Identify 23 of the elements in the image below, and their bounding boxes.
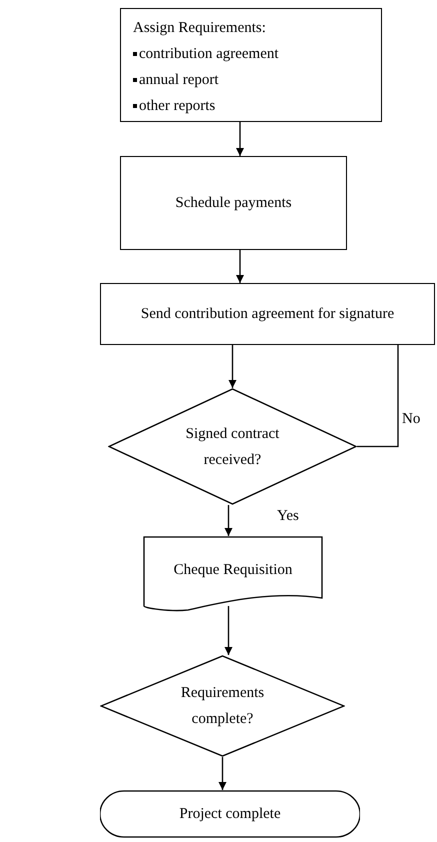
terminal-shape [100, 790, 360, 838]
process-box [120, 8, 382, 122]
arrow [228, 345, 236, 388]
arrow [218, 757, 226, 790]
arrow [236, 122, 244, 156]
list-item: annual report [139, 71, 219, 90]
process-box [100, 283, 435, 345]
node-label: Send contribution agreement for signature [140, 305, 394, 324]
heading-text: Assign Requirements: [133, 19, 267, 38]
node-label: Schedule payments [175, 194, 292, 213]
arrow [236, 250, 244, 283]
process-box [120, 156, 347, 250]
document-shape [143, 536, 323, 612]
decision-diamond [108, 388, 357, 505]
list-item: contribution agreement [139, 45, 279, 64]
node-label: Cheque Requisition [174, 561, 292, 580]
list-item: other reports [139, 97, 216, 116]
node-label: Project complete [179, 805, 281, 824]
node-label: Requirements complete? [180, 684, 266, 729]
decision-diamond [100, 655, 345, 757]
arrow [224, 505, 232, 536]
node-label: Signed contract received? [184, 424, 280, 470]
arrow [224, 606, 232, 655]
